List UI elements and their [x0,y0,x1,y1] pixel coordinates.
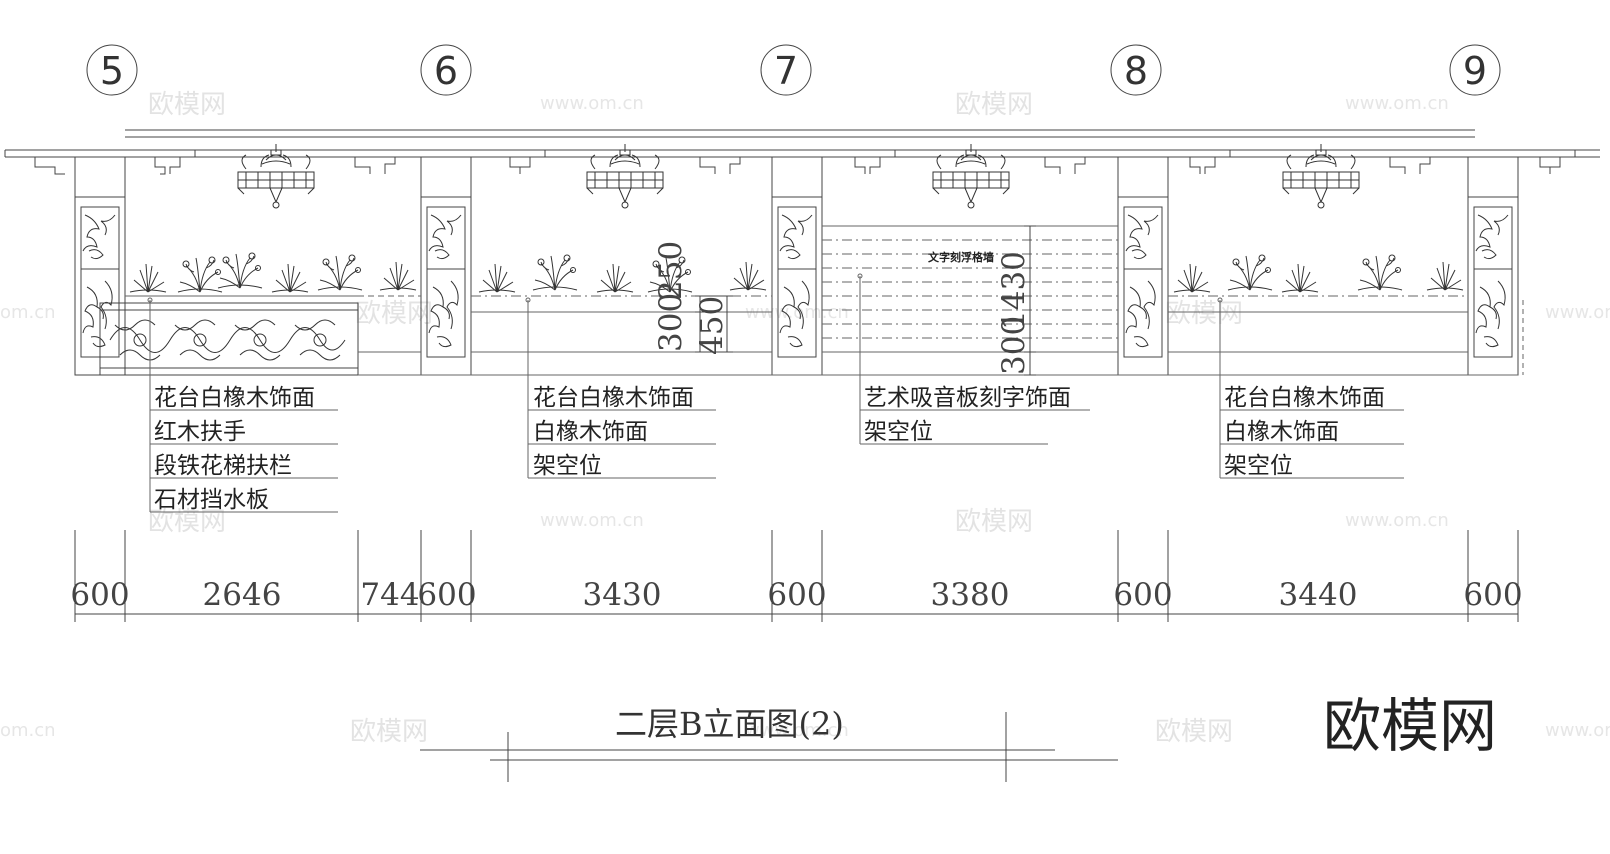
watermark: 欧模网 [1155,717,1233,747]
dimension-label: 3380 [931,577,1010,613]
chandelier [586,143,664,209]
grid-bubble-7: 7 [760,44,812,96]
material-note: 花台白橡木饰面 [533,385,694,411]
watermark: 欧模网 [955,90,1033,120]
watermark: www.om.cn [1345,510,1449,531]
watermark: www.om.cn [745,720,849,741]
engraving-label: 文字刻浮格墙 [928,250,994,264]
vertical-dimension-bay2: 300 250 450 [653,241,733,355]
dimension-label: 1430 [996,251,1032,330]
grid-label: 7 [774,49,798,93]
watermark: www.om.cn [540,93,644,114]
drawing-title-block: 二层B立面图(2) [420,705,1118,782]
watermark-layer: 欧模网 www.om.cn 欧模网 www.om.cn om.cn 欧模网 ww… [0,90,1610,747]
material-note: 花台白橡木饰面 [154,385,315,411]
material-note: 架空位 [864,419,933,445]
vertical-dimension-bay3: 300 1430 [996,225,1036,376]
grid-label: 8 [1124,49,1148,93]
dimension-label: 450 [694,296,730,355]
material-note: 红木扶手 [154,419,246,445]
material-note: 艺术吸音板刻字饰面 [864,385,1071,411]
watermark: 欧模网 [350,717,428,747]
notes-bay-3: 艺术吸音板刻字饰面 架空位 [860,385,1090,445]
material-note: 花台白橡木饰面 [1224,385,1385,411]
dimension-label: 300 [996,316,1032,375]
chandelier [1282,143,1360,209]
watermark: www.om.cn [540,510,644,531]
grid-bubble-5: 5 [86,44,138,96]
dimension-label: 300 [653,293,689,352]
watermark: om.cn [0,720,56,741]
material-note: 段铁花梯扶栏 [154,453,292,479]
chandelier [932,143,1010,209]
grid-bubble-9: 9 [1449,44,1501,96]
dimension-label: 600 [417,577,476,613]
dimension-label: 3430 [583,577,662,613]
watermark: www.om.cn [1545,302,1610,323]
wrought-iron-balustrade [99,302,359,376]
material-note: 架空位 [533,453,602,479]
bottom-dimension-chain: 600 2646 744 600 3430 600 3380 600 3440 … [70,530,1523,622]
watermark: www.om.cn [1345,93,1449,114]
dimension-label: 600 [1463,577,1522,613]
dimension-label: 3440 [1279,577,1358,613]
material-note: 白橡木饰面 [533,419,648,445]
dimension-label: 744 [360,577,419,613]
drawing-title: 二层B立面图(2) [615,705,844,743]
acoustic-panel-wall: 文字刻浮格墙 [822,225,1118,353]
watermark: www.om.cn [1545,720,1610,741]
chandelier [237,143,315,209]
dimension-label: 2646 [203,577,282,613]
note-leaders [147,273,1223,512]
column-5 [74,157,126,376]
watermark: om.cn [0,302,56,323]
watermark: www.om.cn [745,302,849,323]
watermark: 欧模网 [355,299,433,329]
material-note: 架空位 [1224,453,1293,479]
column-7 [771,157,823,376]
dimension-label: 600 [767,577,826,613]
notes-bay-2: 花台白橡木饰面 白橡木饰面 架空位 [528,385,716,479]
grid-label: 5 [100,49,124,93]
watermark: 欧模网 [1165,299,1243,329]
material-note: 石材挡水板 [154,487,269,513]
notes-bay-1: 花台白橡木饰面 红木扶手 段铁花梯扶栏 石材挡水板 [150,385,338,513]
brand-logo: 欧模网 [1323,692,1497,760]
grid-bubble-8: 8 [1110,44,1162,96]
column-9 [1467,157,1519,376]
material-note: 白橡木饰面 [1224,419,1339,445]
column-6 [420,157,472,376]
planter-bay-1 [125,252,421,304]
planter-bay-4 [1168,254,1468,353]
watermark: 欧模网 [148,90,226,120]
grid-label: 9 [1463,49,1487,93]
column-8 [1117,157,1169,376]
grid-label: 6 [434,49,458,93]
dimension-label: 600 [70,577,129,613]
notes-bay-4: 花台白橡木饰面 白橡木饰面 架空位 [1220,385,1404,479]
watermark: 欧模网 [955,507,1033,537]
dimension-label: 250 [653,241,689,300]
dimension-label: 600 [1113,577,1172,613]
grid-bubble-6: 6 [420,44,472,96]
grid-axis-markers: 5 6 7 8 9 [86,44,1501,96]
